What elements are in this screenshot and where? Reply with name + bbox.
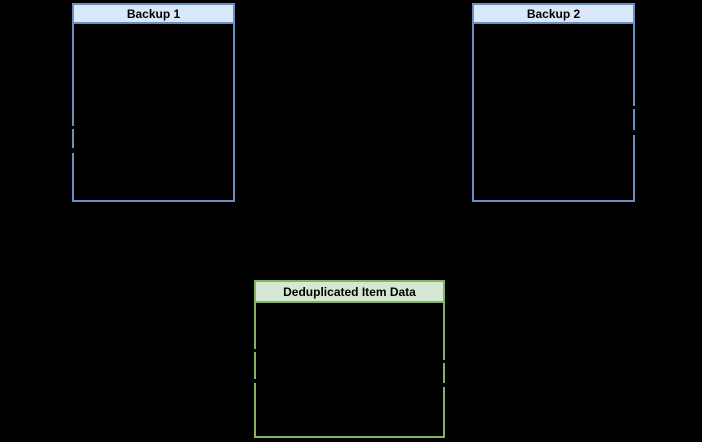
node-deduplicated-item-data-header: Deduplicated Item Data — [256, 282, 443, 303]
border-notch — [71, 126, 75, 129]
border-notch — [632, 130, 636, 135]
node-deduplicated-item-data-title: Deduplicated Item Data — [283, 284, 416, 299]
border-notch — [71, 148, 75, 153]
border-notch — [253, 379, 257, 383]
border-notch — [253, 349, 257, 352]
node-backup-1: Backup 1 — [72, 3, 235, 202]
border-notch — [442, 383, 446, 387]
node-backup-2: Backup 2 — [472, 3, 635, 202]
node-backup-2-header: Backup 2 — [474, 5, 633, 24]
node-backup-1-title: Backup 1 — [126, 6, 181, 21]
node-backup-1-header: Backup 1 — [74, 5, 233, 24]
border-notch — [632, 106, 636, 109]
node-deduplicated-item-data: Deduplicated Item Data — [254, 280, 445, 438]
border-notch — [442, 360, 446, 363]
node-backup-2-title: Backup 2 — [526, 6, 581, 21]
